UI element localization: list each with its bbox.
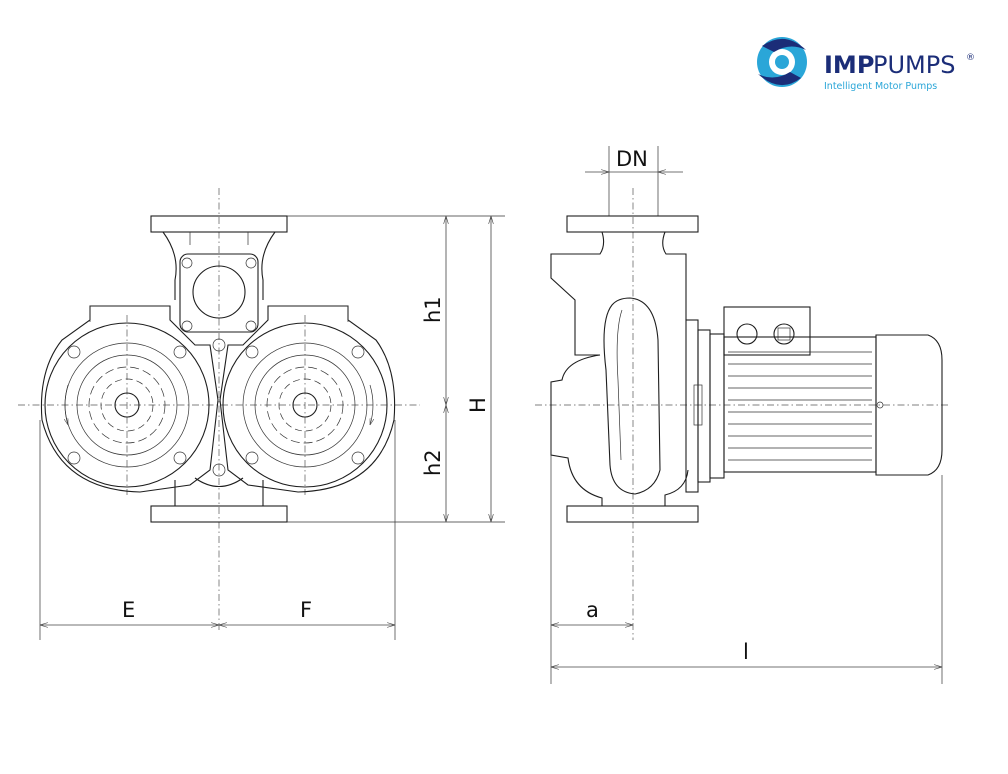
logo-tagline: Intelligent Motor Pumps <box>824 81 937 92</box>
front-view: h1 h2 H E F <box>18 188 505 640</box>
company-logo: IMP PUMPS ® Intelligent Motor Pumps <box>757 37 975 92</box>
dimension-label-E: E <box>122 598 135 622</box>
logo-swirl-icon <box>757 37 807 87</box>
logo-registered-mark: ® <box>966 53 975 63</box>
dimension-label-l: l <box>743 640 749 664</box>
dimension-label-DN: DN <box>616 147 648 171</box>
dimension-label-h2: h2 <box>421 449 445 476</box>
dimension-label-h1: h1 <box>421 296 445 323</box>
dimension-label-H: H <box>466 397 490 413</box>
motor-cooling-fins <box>728 351 872 461</box>
logo-brand-regular: PUMPS <box>873 51 955 79</box>
dimension-label-a: a <box>586 598 599 622</box>
dimension-label-F: F <box>300 598 312 622</box>
side-view: DN <box>535 146 948 684</box>
logo-brand-bold: IMP <box>824 51 874 79</box>
